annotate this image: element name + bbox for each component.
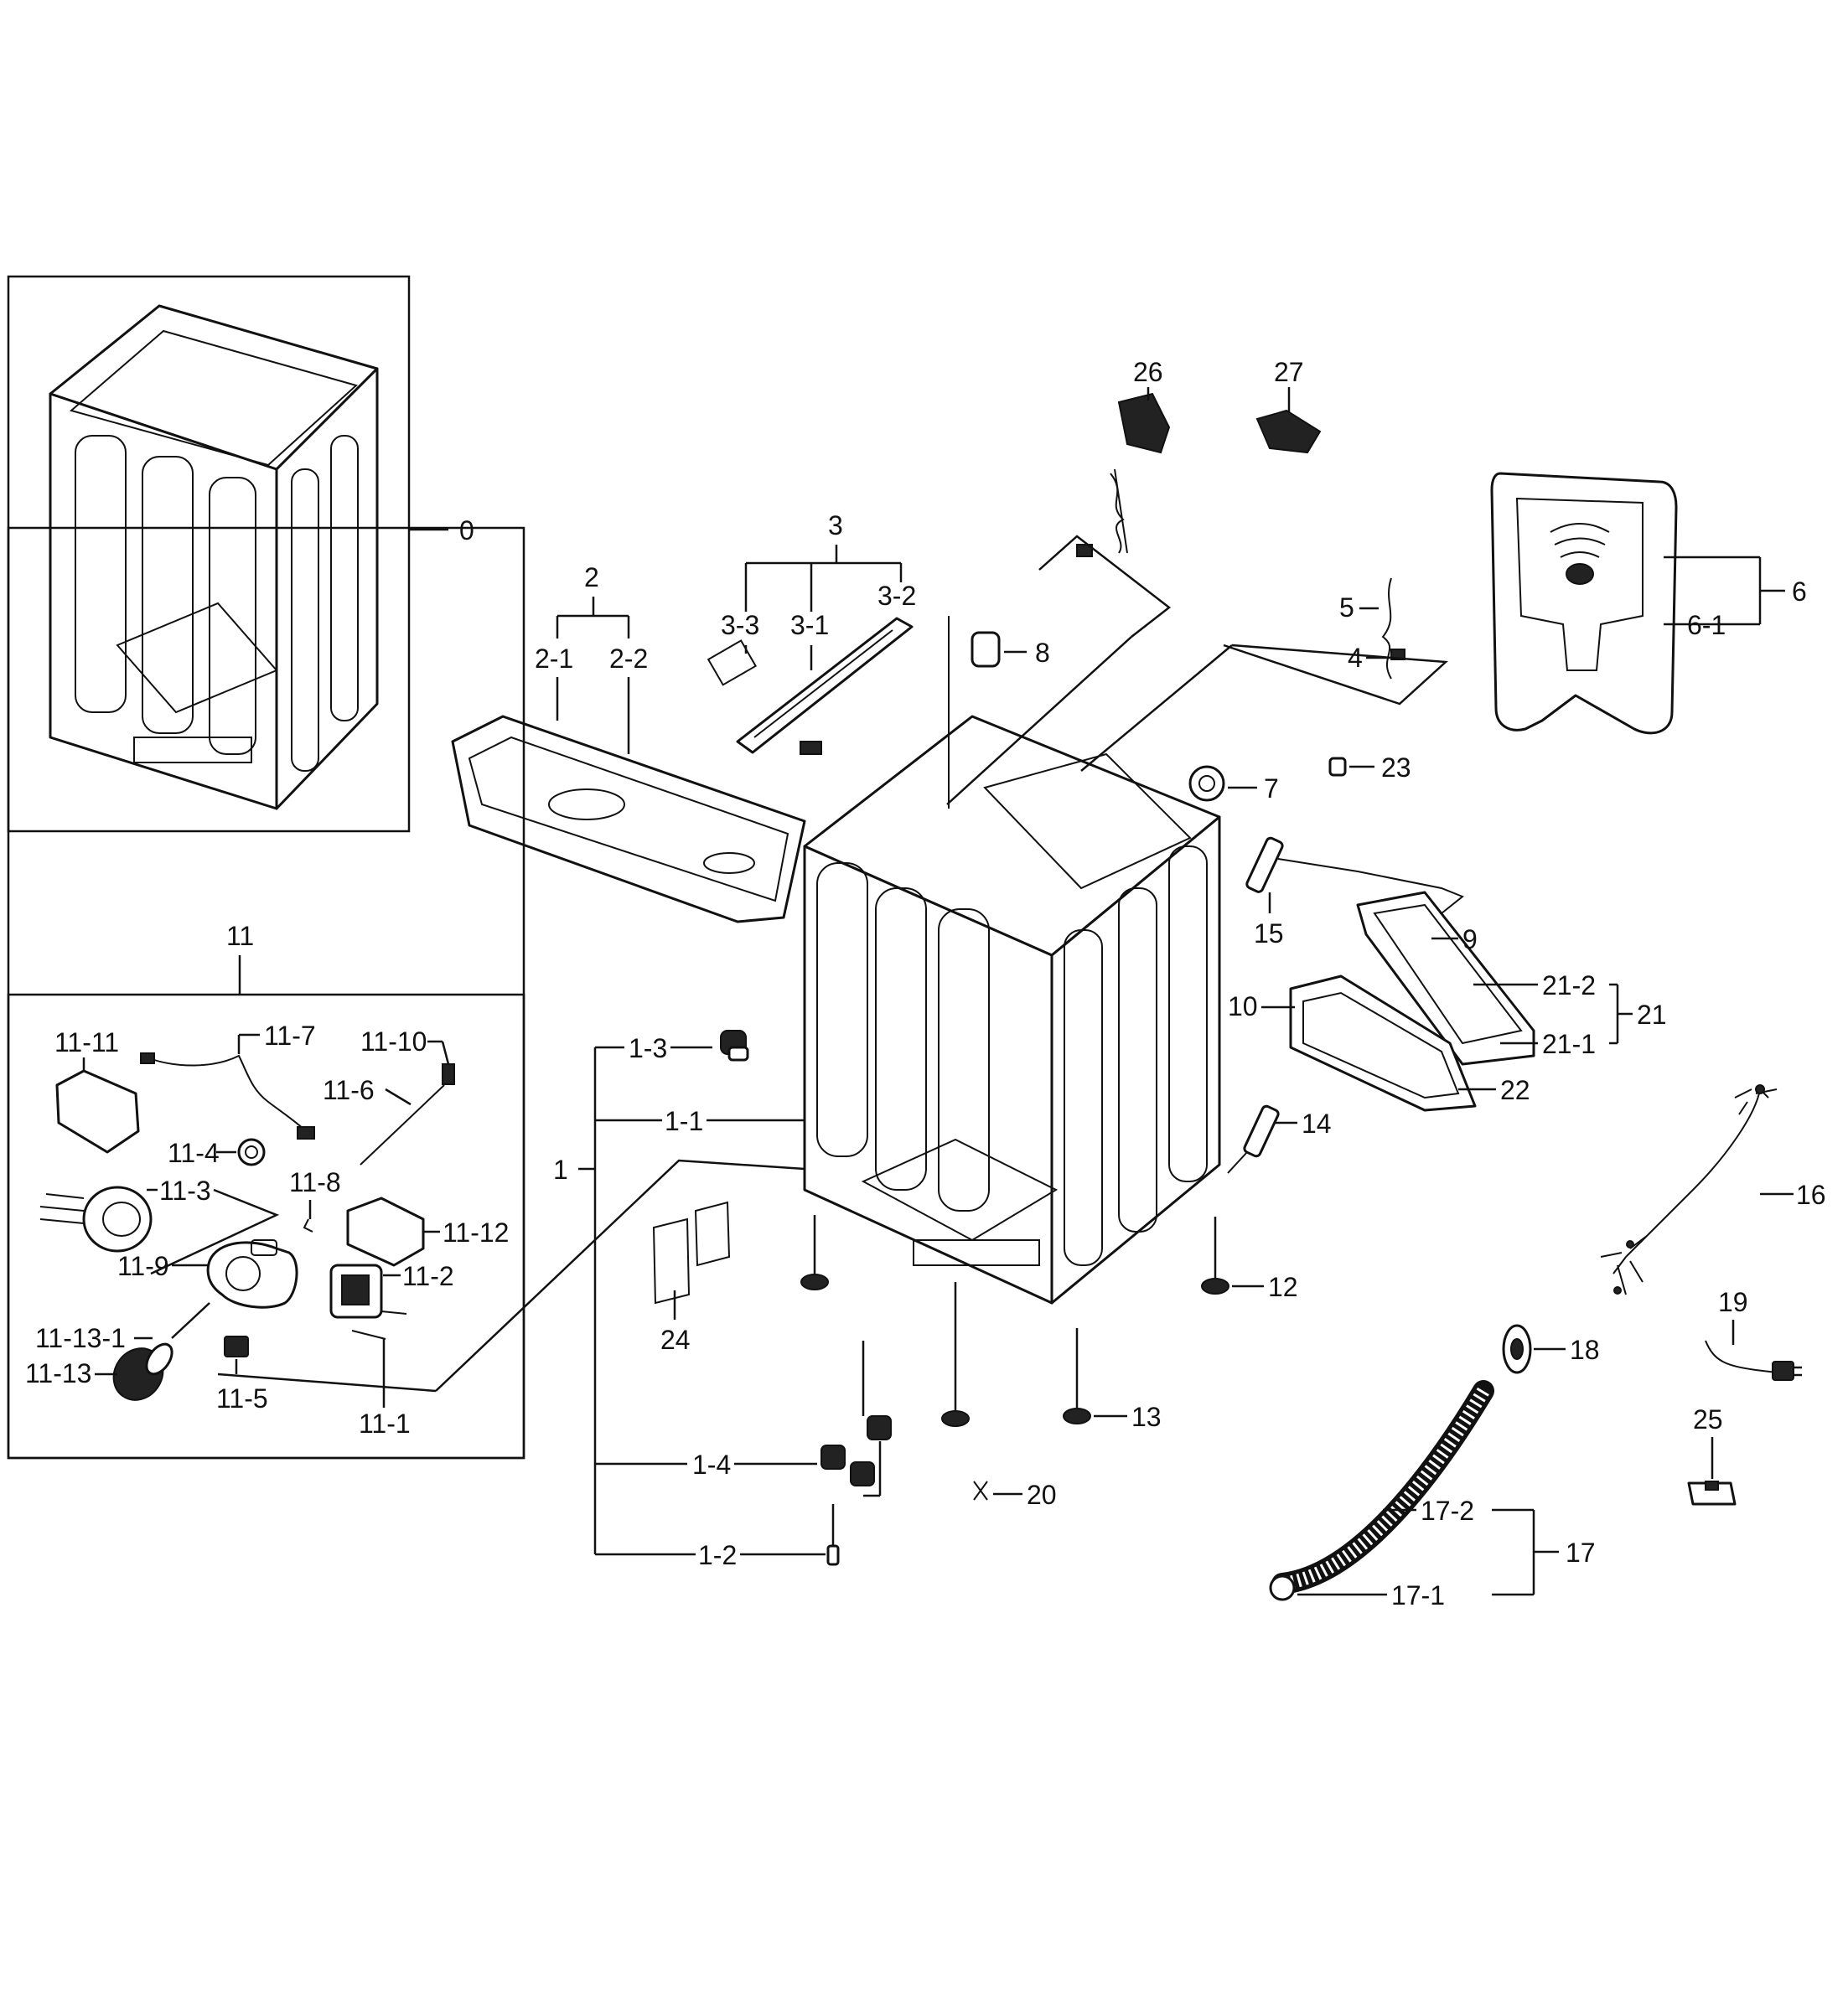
label-6: 6 bbox=[1792, 576, 1807, 607]
part-6-lid: 6 6-1 bbox=[1490, 472, 1807, 735]
label-15: 15 bbox=[1254, 918, 1284, 949]
label-16: 16 bbox=[1796, 1180, 1826, 1210]
part-11-5 bbox=[224, 1336, 249, 1357]
cabinet-assembly-inset: 0 bbox=[7, 275, 474, 833]
label-11-1: 11-1 bbox=[359, 1409, 411, 1439]
label-1-1: 1-1 bbox=[665, 1106, 703, 1136]
part-11-2 bbox=[329, 1264, 407, 1319]
label-11-2: 11-2 bbox=[402, 1261, 454, 1291]
part-17-hose bbox=[1269, 1380, 1494, 1601]
part-23: 23 bbox=[1328, 752, 1411, 783]
callout-3: 3 3-3 3-1 3-2 bbox=[721, 510, 916, 670]
label-2-2: 2-2 bbox=[609, 644, 648, 674]
label-0: 0 bbox=[459, 515, 474, 545]
label-2: 2 bbox=[584, 562, 599, 592]
part-1-2 bbox=[826, 1504, 840, 1566]
label-5: 5 bbox=[1339, 592, 1354, 623]
label-1: 1 bbox=[553, 1155, 568, 1185]
part-26: 26 bbox=[1117, 357, 1171, 454]
parts-4-5: 5 4 bbox=[1080, 577, 1448, 772]
part-1-3 bbox=[720, 1030, 749, 1062]
label-6-1: 6-1 bbox=[1687, 610, 1726, 640]
part-11-7 bbox=[146, 1054, 307, 1132]
label-17-1: 17-1 bbox=[1391, 1580, 1445, 1610]
front-panel-part bbox=[451, 715, 806, 923]
callout-1: 1 1-3 1-1 1-4 1-2 bbox=[435, 1030, 892, 1570]
part-11-11 bbox=[55, 1069, 140, 1154]
drain-pump-inset: 11 11-11 11-7 11-10 11-6 11-4 11-8 bbox=[7, 526, 525, 1460]
label-3-3: 3-3 bbox=[721, 610, 759, 640]
part-20: 20 bbox=[973, 1480, 1057, 1510]
brace-part bbox=[707, 617, 914, 755]
part-27: 27 bbox=[1255, 357, 1322, 454]
label-21-1: 21-1 bbox=[1542, 1029, 1596, 1059]
label-3: 3 bbox=[828, 510, 843, 540]
part-11-6-rod bbox=[360, 1084, 445, 1166]
label-11-12: 11-12 bbox=[443, 1217, 509, 1248]
cabinet-assembly-drawing bbox=[49, 304, 379, 810]
part-15: 15 bbox=[1245, 836, 1464, 949]
label-21-2: 21-2 bbox=[1542, 970, 1596, 1000]
label-22: 22 bbox=[1500, 1075, 1530, 1105]
label-21: 21 bbox=[1637, 1000, 1667, 1030]
control-boards: 9 10 21-2 21-1 21 22 bbox=[1228, 891, 1667, 1112]
label-11-9: 11-9 bbox=[117, 1251, 169, 1281]
part-11-3 bbox=[39, 1186, 153, 1253]
part-7: 7 bbox=[1188, 765, 1279, 804]
label-18: 18 bbox=[1570, 1335, 1600, 1365]
label-25: 25 bbox=[1693, 1404, 1723, 1435]
label-9: 9 bbox=[1462, 924, 1478, 954]
label-11-13-1: 11-13-1 bbox=[35, 1323, 126, 1353]
label-19: 19 bbox=[1718, 1287, 1748, 1317]
label-24: 24 bbox=[660, 1325, 691, 1355]
label-11-5: 11-5 bbox=[216, 1383, 268, 1414]
label-11-8: 11-8 bbox=[289, 1167, 341, 1197]
callout-2: 2 2-1 2-2 bbox=[535, 562, 648, 754]
label-20: 20 bbox=[1027, 1480, 1057, 1510]
part-11-12 bbox=[346, 1197, 425, 1267]
label-11-7: 11-7 bbox=[264, 1021, 316, 1051]
part-11-13 bbox=[112, 1342, 173, 1401]
upper-spring bbox=[946, 468, 1172, 805]
label-26: 26 bbox=[1133, 357, 1163, 387]
label-11-4: 11-4 bbox=[168, 1138, 220, 1168]
part-14: 14 bbox=[1227, 1104, 1332, 1174]
label-3-1: 3-1 bbox=[790, 610, 829, 640]
part-25: 25 bbox=[1687, 1404, 1737, 1506]
leveling-feet: 12 13 bbox=[800, 1215, 1298, 1432]
label-8: 8 bbox=[1035, 638, 1050, 668]
label-10: 10 bbox=[1228, 991, 1258, 1021]
label-11-10: 11-10 bbox=[360, 1026, 427, 1057]
label-27: 27 bbox=[1274, 357, 1304, 387]
label-12: 12 bbox=[1268, 1272, 1298, 1302]
main-cabinet bbox=[803, 715, 1221, 1305]
part-11-4 bbox=[237, 1138, 266, 1166]
label-7: 7 bbox=[1264, 773, 1279, 804]
label-11-11: 11-11 bbox=[54, 1027, 119, 1057]
label-11-6: 11-6 bbox=[323, 1075, 375, 1105]
part-8: 8 bbox=[948, 616, 1050, 809]
part-19-cord: 19 bbox=[1705, 1287, 1802, 1381]
label-11: 11 bbox=[226, 921, 254, 951]
part-18: 18 bbox=[1502, 1324, 1600, 1374]
label-23: 23 bbox=[1381, 752, 1411, 783]
label-1-2: 1-2 bbox=[698, 1540, 737, 1570]
label-14: 14 bbox=[1302, 1109, 1332, 1139]
label-4: 4 bbox=[1348, 643, 1363, 673]
label-2-1: 2-1 bbox=[535, 644, 573, 674]
part-1-4 bbox=[820, 1341, 892, 1497]
part-24-labels: 24 bbox=[652, 1201, 731, 1355]
label-11-13: 11-13 bbox=[25, 1358, 91, 1388]
label-3-2: 3-2 bbox=[877, 581, 916, 611]
label-11-3: 11-3 bbox=[159, 1176, 211, 1206]
label-13: 13 bbox=[1131, 1402, 1162, 1432]
label-17-2: 17-2 bbox=[1421, 1496, 1474, 1526]
part-16-harness: 16 bbox=[1600, 1084, 1826, 1295]
part-11-9 bbox=[206, 1239, 298, 1309]
label-1-3: 1-3 bbox=[629, 1033, 667, 1063]
callout-17: 17-2 17-1 17 bbox=[1297, 1496, 1596, 1610]
label-1-4: 1-4 bbox=[692, 1450, 731, 1480]
label-17: 17 bbox=[1566, 1538, 1596, 1568]
